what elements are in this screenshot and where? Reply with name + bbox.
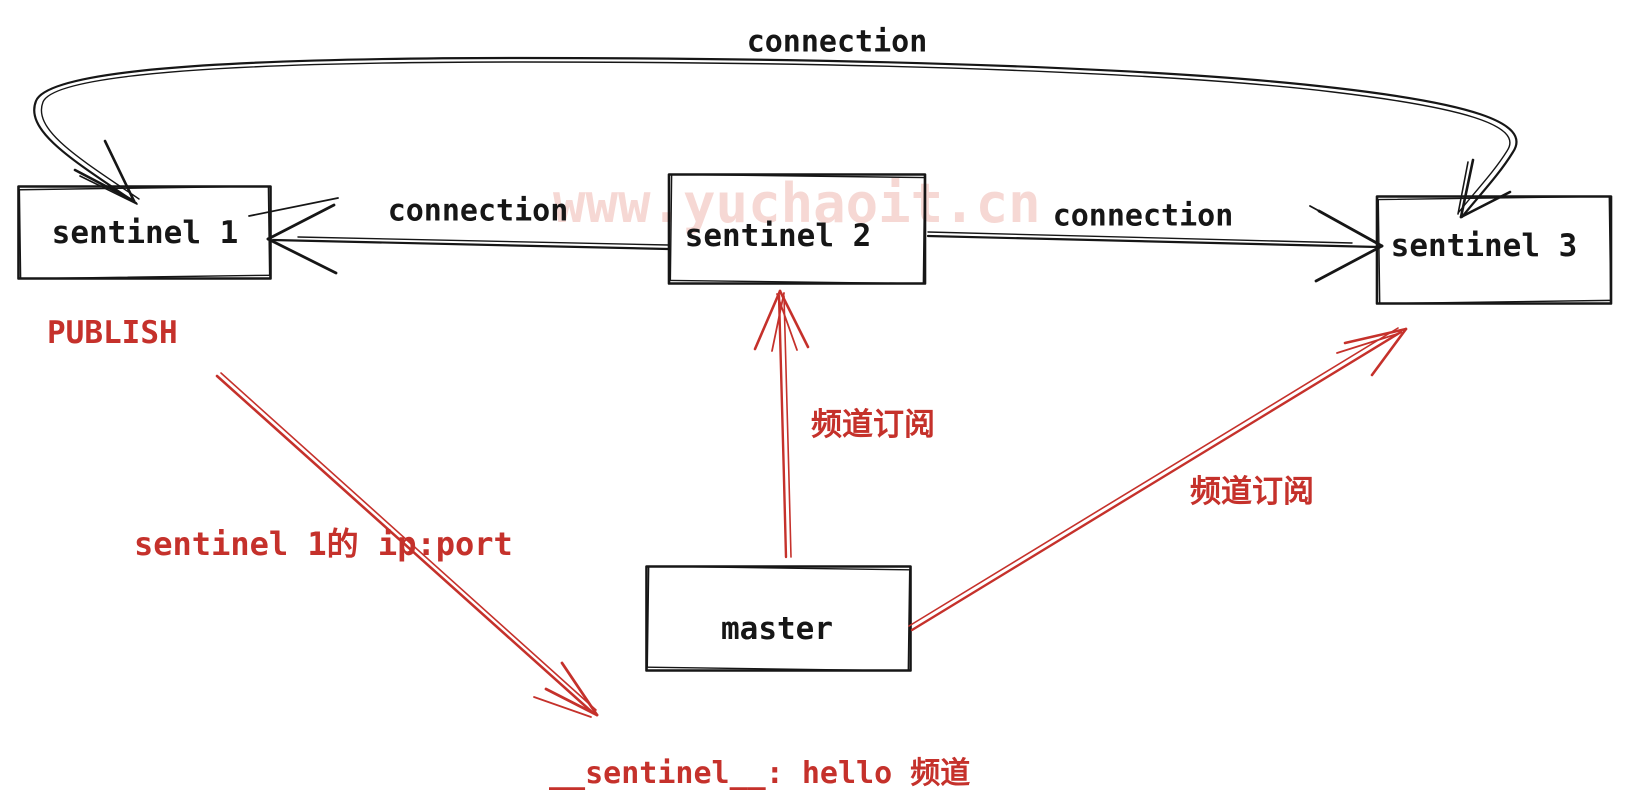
publish-label: PUBLISH <box>47 315 178 351</box>
arrowhead-into-sentinel-1 <box>73 139 138 205</box>
node-sentinel-3-label: sentinel 3 <box>1390 228 1578 264</box>
node-master-label: master <box>721 611 833 647</box>
edge-publish-arrow <box>215 372 599 718</box>
edge-master-to-s2 <box>753 289 810 559</box>
hello-channel-label: __sentinel__: hello 频道 <box>549 756 971 791</box>
edge-s2-to-s1 <box>248 197 670 275</box>
edge-top-connection-label: connection <box>746 24 928 60</box>
arrowhead-at-sentinel-3 <box>1309 205 1384 283</box>
arrowhead-at-sentinel-2 <box>753 289 810 352</box>
channel-subscribe-label-s2: 频道订阅 <box>811 407 935 443</box>
node-sentinel-2-label: sentinel 2 <box>684 218 872 254</box>
edge-right-connection-label: connection <box>1052 198 1234 234</box>
watermark: www.yuchaoit.cn <box>553 172 1041 235</box>
node-master-box <box>645 565 912 672</box>
arrowhead-at-sentinel-3-red <box>1336 327 1408 377</box>
sentinel1-ipport-label: sentinel 1的 ip:port <box>134 525 513 563</box>
channel-subscribe-label-s3: 频道订阅 <box>1190 474 1314 510</box>
node-sentinel-1-label: sentinel 1 <box>51 215 239 251</box>
edge-s2-to-s3 <box>926 205 1384 283</box>
arrowhead-into-sentinel-3 <box>1457 158 1512 219</box>
edge-master-to-s3 <box>908 327 1408 632</box>
arrowhead-at-hello-channel <box>533 661 599 718</box>
arrowhead-at-sentinel-1 <box>248 197 339 275</box>
edge-top-connection-arc <box>33 56 1518 219</box>
node-sentinel-1-box <box>17 185 272 280</box>
edge-left-connection-label: connection <box>387 193 569 229</box>
node-sentinel-2-box <box>667 173 927 285</box>
